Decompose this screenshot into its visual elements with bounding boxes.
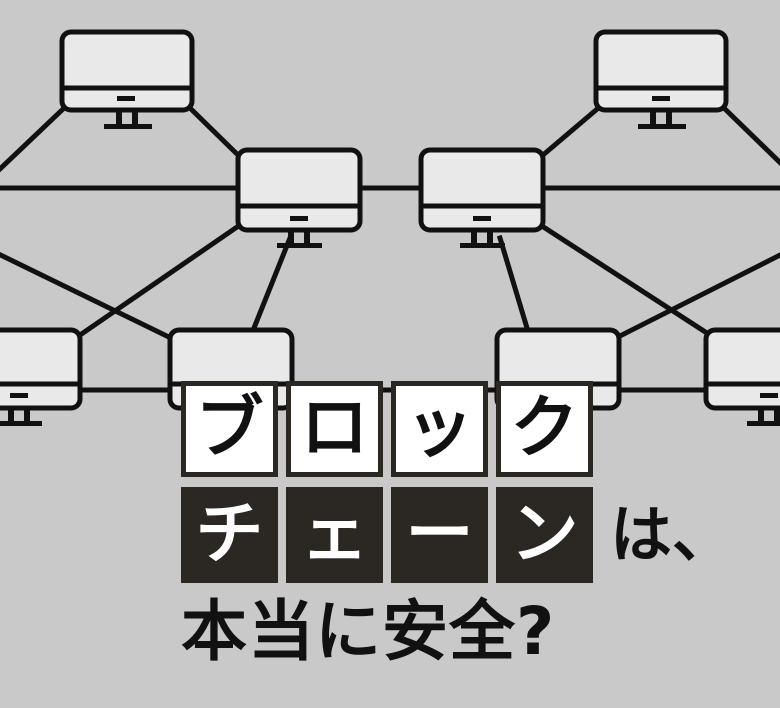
link-topleft-midleft xyxy=(188,106,242,159)
link-topleft-offcanvas xyxy=(0,106,66,173)
network-links xyxy=(0,106,780,393)
link-leftedge-bottomleft xyxy=(0,251,179,344)
monitor-mid-right xyxy=(418,147,546,248)
monitor-left-edge xyxy=(0,327,83,426)
link-midleft-bottomleft xyxy=(246,234,294,342)
link-rightedge-bottomright xyxy=(608,252,780,344)
monitor-right-edge xyxy=(703,327,780,426)
link-topright-offcanvas xyxy=(722,106,780,167)
link-midright-rightedge xyxy=(541,224,714,339)
monitor-bottom-right xyxy=(494,327,622,411)
link-midright-bottomright xyxy=(496,234,534,342)
monitor-top-left xyxy=(59,29,195,129)
monitor-mid-left xyxy=(235,147,363,248)
link-midleft-leftedge xyxy=(76,221,244,339)
monitor-bottom-left xyxy=(167,327,295,411)
link-topright-midright xyxy=(539,106,600,159)
monitor-top-right xyxy=(593,29,729,129)
